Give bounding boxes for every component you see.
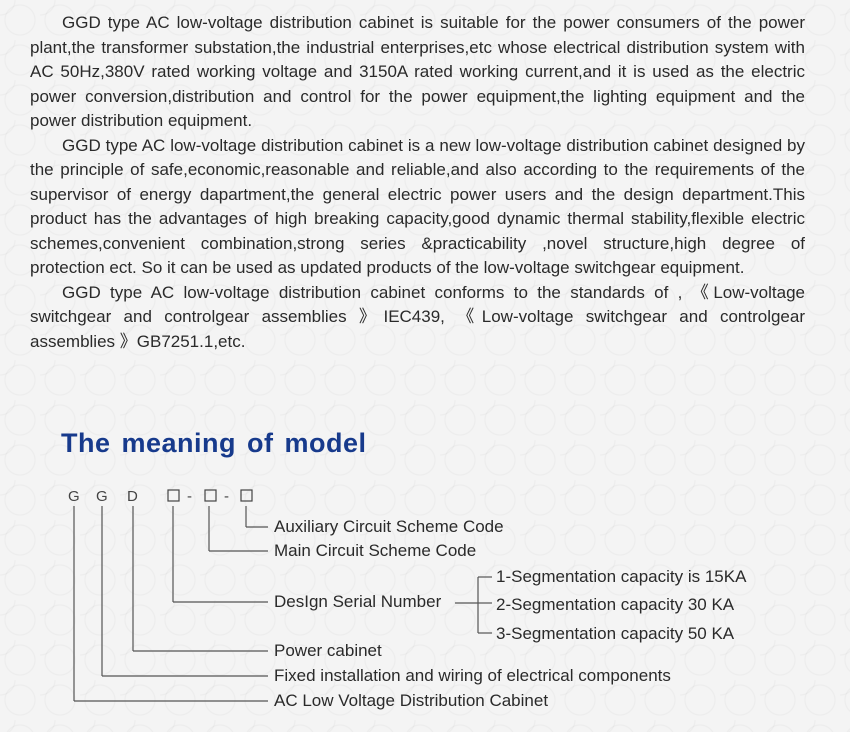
label-segmentation-2: 2-Segmentation capacity 30 KA	[496, 595, 735, 614]
label-segmentation-3: 3-Segmentation capacity 50 KA	[496, 624, 735, 643]
placeholder-box-2	[204, 489, 217, 502]
model-dash-1: -	[187, 488, 192, 505]
intro-text: GGD type AC low-voltage distribution cab…	[30, 11, 805, 354]
placeholder-box-1	[167, 489, 180, 502]
model-dash-2: -	[224, 488, 229, 505]
intro-paragraph-2: GGD type AC low-voltage distribution cab…	[30, 135, 805, 278]
model-letter-g1: G	[68, 488, 80, 505]
label-segmentation-1: 1-Segmentation capacity is 15KA	[496, 567, 747, 586]
label-main-circuit: Main Circuit Scheme Code	[274, 541, 477, 560]
intro-paragraph-1: GGD type AC low-voltage distribution cab…	[30, 13, 805, 130]
label-fixed-installation: Fixed installation and wiring of electri…	[274, 666, 671, 685]
model-heading: The meaning of model	[61, 428, 367, 458]
label-power-cabinet: Power cabinet	[274, 641, 382, 660]
placeholder-box-3	[240, 489, 253, 502]
label-ac-low-voltage: AC Low Voltage Distribution Cabinet	[274, 691, 549, 710]
label-design-serial: DesIgn Serial Number	[274, 592, 442, 611]
label-auxiliary-circuit: Auxiliary Circuit Scheme Code	[274, 517, 504, 536]
model-letter-g2: G	[96, 488, 108, 505]
intro-paragraph-3: GGD type AC low-voltage distribution cab…	[30, 282, 805, 351]
model-letter-d: D	[127, 488, 138, 505]
